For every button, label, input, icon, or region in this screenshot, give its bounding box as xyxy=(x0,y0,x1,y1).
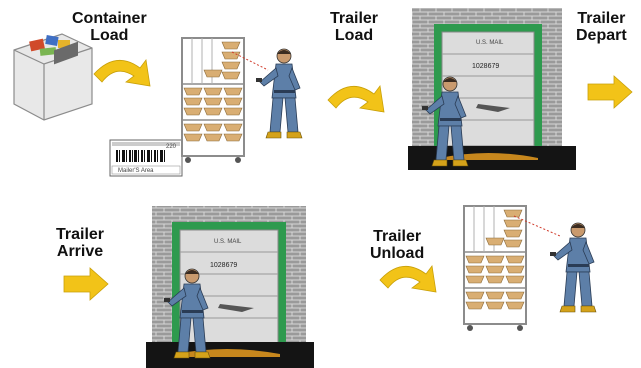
door-number-top: 1028679 xyxy=(472,63,499,70)
step-label-line: Trailer xyxy=(576,10,627,27)
curved-arrow-icon xyxy=(328,86,384,112)
step-label-line: Trailer xyxy=(330,10,378,27)
step-label-trailer-load: Trailer Load xyxy=(330,10,378,44)
step-label-line: Unload xyxy=(370,245,424,262)
step-label-container-load: Container Load xyxy=(72,10,147,44)
step-label-line: Depart xyxy=(576,27,627,44)
step-label-line: Trailer xyxy=(370,228,424,245)
arrive-arrow-icon xyxy=(64,268,108,300)
trailer-door-bottom xyxy=(146,206,314,368)
trailer-door-top xyxy=(408,8,576,170)
step-label-line: Load xyxy=(72,27,147,44)
postal-worker-scanning xyxy=(256,49,302,138)
step-label-trailer-unload: Trailer Unload xyxy=(370,228,424,262)
step-label-line: Arrive xyxy=(56,243,104,260)
depart-arrow-icon xyxy=(588,76,632,108)
mail-container-icon xyxy=(14,34,92,120)
barcode-label-code: 220 xyxy=(166,144,177,150)
door-number-bottom: 1028679 xyxy=(210,262,237,269)
step-label-line: Trailer xyxy=(56,226,104,243)
postal-worker-unloading xyxy=(550,223,596,312)
door-plate-bottom: U.S. MAIL xyxy=(214,239,242,245)
step-label-trailer-depart: Trailer Depart xyxy=(576,10,627,44)
barcode-label-footer: Mailer'S Area xyxy=(118,168,154,174)
step-label-line: Load xyxy=(330,27,378,44)
curved-arrow-icon xyxy=(94,60,150,86)
mail-cart-unloading xyxy=(464,206,526,331)
door-plate-top: U.S. MAIL xyxy=(476,40,504,46)
step-label-line: Container xyxy=(72,10,147,27)
mail-cart-loading xyxy=(182,38,244,163)
step-label-trailer-arrive: Trailer Arrive xyxy=(56,226,104,260)
curved-arrow-icon xyxy=(380,266,436,292)
